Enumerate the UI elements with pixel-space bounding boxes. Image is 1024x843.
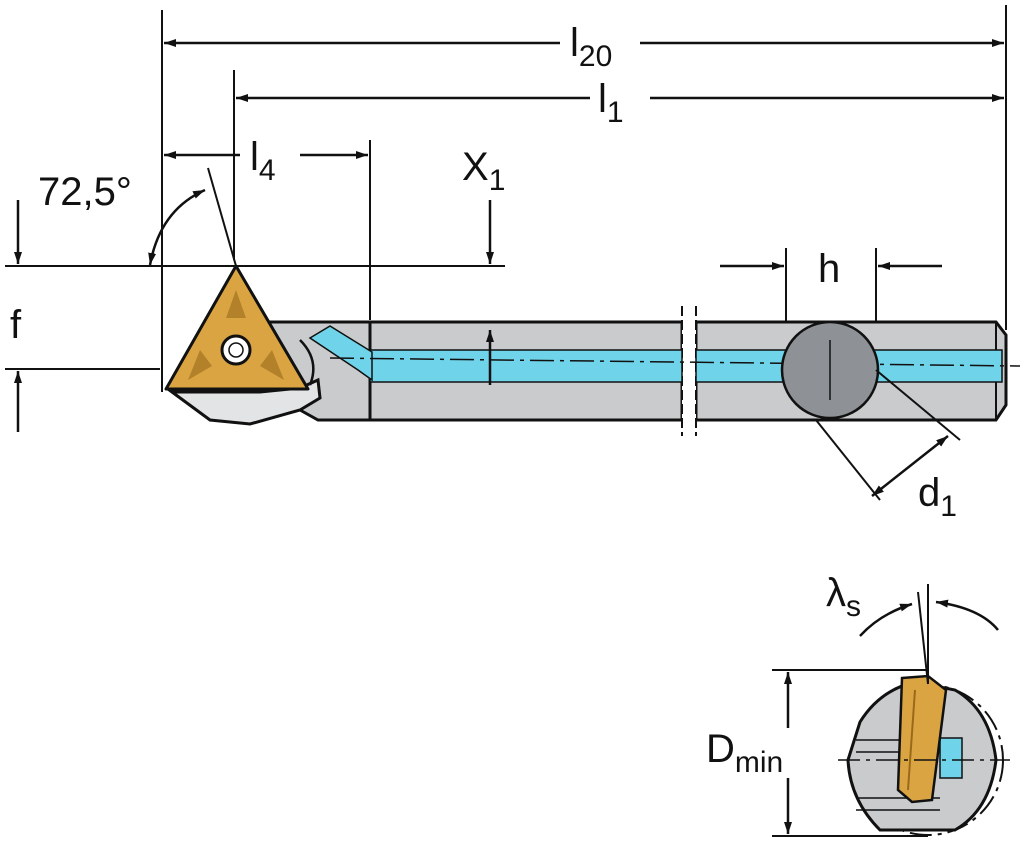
dimension-x1: X1 (462, 145, 505, 385)
d1-label: d (918, 471, 940, 515)
dimension-f: f (10, 200, 22, 432)
dmin-label: D (706, 727, 735, 771)
dimension-dmin: Dmin (706, 669, 928, 837)
dimension-l4: l4 (164, 135, 368, 187)
svg-text:d1: d1 (918, 471, 957, 523)
l4-subscript: 4 (259, 154, 276, 187)
x1-label: X (462, 145, 489, 189)
d1-subscript: 1 (940, 490, 957, 523)
dimension-d1: d1 (815, 369, 961, 523)
l4-label: l (250, 135, 259, 179)
f-label: f (10, 303, 22, 347)
dimension-angle: 72,5° (38, 167, 237, 267)
svg-text:X1: X1 (462, 145, 505, 197)
l1-subscript: 1 (607, 96, 624, 129)
x1-subscript: 1 (489, 164, 506, 197)
svg-text:l4: l4 (250, 135, 276, 187)
svg-text:l20: l20 (570, 21, 612, 73)
svg-text:Dmin: Dmin (706, 727, 783, 779)
l1-label: l (598, 77, 607, 121)
l20-label: l (570, 21, 579, 65)
lambda-label: λ (826, 571, 846, 615)
head-profile (167, 377, 322, 426)
end-view: λs (826, 571, 1010, 836)
h-label: h (818, 247, 840, 291)
break-marks (681, 306, 697, 436)
dimension-l20: l20 (164, 21, 1004, 73)
svg-text:λs: λs (826, 571, 861, 623)
dmin-subscript: min (735, 746, 783, 779)
dimension-l1: l1 (236, 77, 1004, 129)
l20-subscript: 20 (579, 40, 612, 73)
triangular-insert (164, 264, 310, 391)
svg-text:l1: l1 (598, 77, 624, 129)
angle-label: 72,5° (38, 170, 132, 214)
lambda-subscript: s (846, 590, 861, 623)
dimension-h: h (720, 247, 942, 291)
